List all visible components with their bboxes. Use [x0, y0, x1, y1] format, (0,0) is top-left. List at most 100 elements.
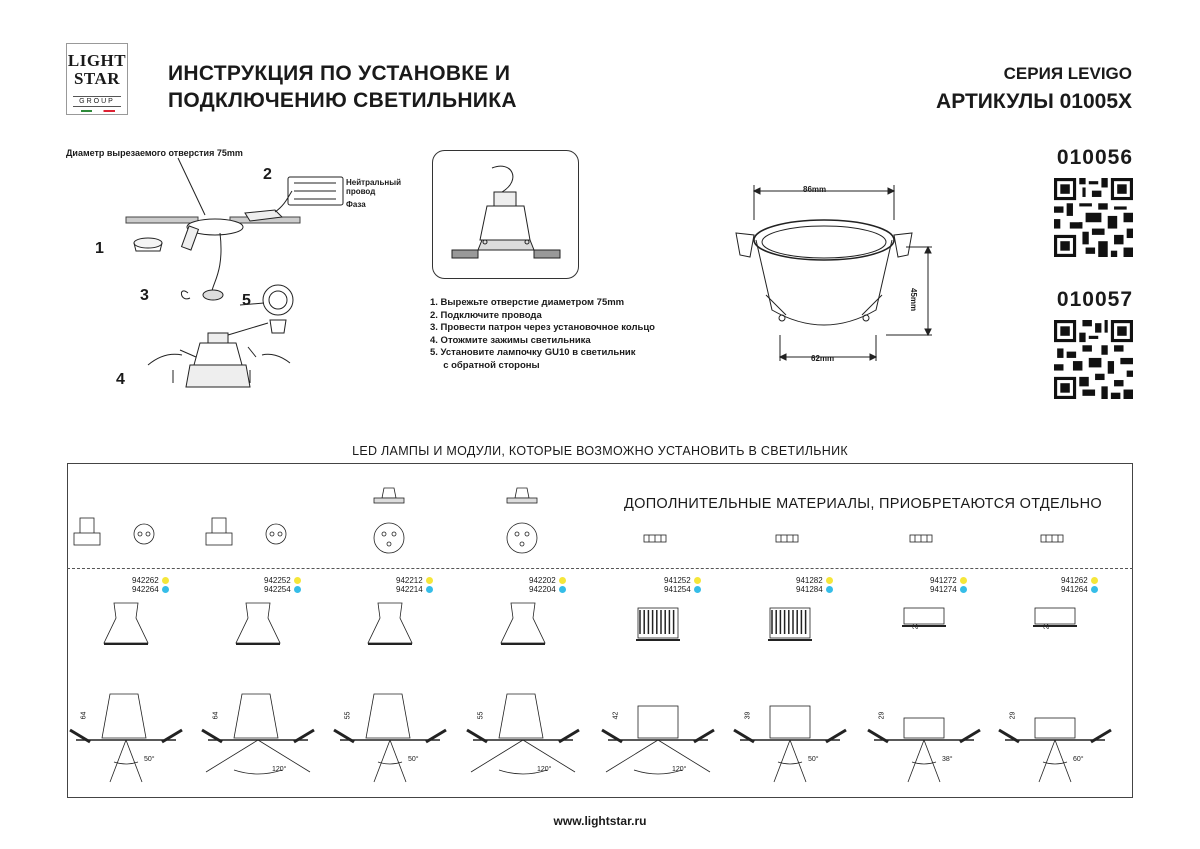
title-line1: ИНСТРУКЦИЯ ПО УСТАНОВКЕ И [168, 62, 511, 85]
neutral-wire-label: Нейтральный провод [346, 178, 401, 196]
lamp-drawing [205, 517, 287, 645]
step-item: с обратной стороны [430, 359, 540, 371]
brand-logo: LIGHT STAR GROUP [66, 43, 128, 115]
beam-angle-label: 38° [942, 756, 953, 763]
lamp-drawing [367, 487, 413, 645]
step-number-3: 3 [140, 287, 149, 304]
lamp-drawing [636, 534, 680, 641]
logo-line2: STAR [73, 69, 121, 88]
cool-color-dot [693, 586, 701, 594]
product-code-1: 010056 [1056, 146, 1133, 169]
article-warm: 942202 [529, 576, 556, 585]
warm-color-dot [959, 577, 967, 585]
cool-color-dot [161, 586, 169, 594]
cool-color-dot [825, 586, 833, 594]
logo-line3: GROUP [73, 96, 121, 107]
article-cool: 942204 [529, 585, 556, 594]
step-item: 2. Подключите провода [430, 309, 542, 321]
website-link[interactable]: www.lightstar.ru [553, 814, 647, 828]
cool-color-dot [558, 586, 566, 594]
beam-angle-label: 120° [272, 766, 287, 773]
warm-color-dot [425, 577, 433, 585]
cool-color-dot [959, 586, 967, 594]
italian-flag-icon [81, 110, 115, 112]
document-title: ИНСТРУКЦИЯ ПО УСТАНОВКЕ И ПОДКЛЮЧЕНИЮ СВ… [168, 60, 517, 114]
beam-angle-label: 120° [672, 766, 687, 773]
article-cool: 941274 [930, 585, 957, 594]
installed-lamp-drawing [998, 717, 1112, 783]
extra-materials-heading: ДОПОЛНИТЕЛЬНЫЕ МАТЕРИАЛЫ, ПРИОБРЕТАЮТСЯ … [624, 496, 1102, 512]
beam-angle-label: 50° [144, 756, 155, 763]
step-number-1: 1 [95, 240, 104, 257]
installation-steps: 1. Вырежьте отверстие диаметром 75mm 2. … [430, 297, 655, 372]
installed-lamp-drawing [466, 693, 580, 775]
dimension-bottom: 62mm [811, 354, 835, 363]
article-cool: 942264 [132, 585, 159, 594]
article-warm: 941252 [664, 576, 691, 585]
logo-line1: LIGHT [67, 51, 127, 70]
led-section-heading: LED ЛАМПЫ И МОДУЛИ, КОТОРЫЕ ВОЗМОЖНО УСТ… [352, 444, 848, 458]
warm-color-dot [161, 577, 169, 585]
cool-color-dot [425, 586, 433, 594]
lamp-drawing [73, 517, 155, 645]
title-line2: ПОДКЛЮЧЕНИЮ СВЕТИЛЬНИКА [168, 89, 517, 112]
article-warm: 942252 [264, 576, 291, 585]
installed-lamp-drawing [733, 705, 847, 783]
lamp-drawing [768, 534, 812, 641]
article-cool: 942214 [396, 585, 423, 594]
step-item: 3. Провести патрон через установочное ко… [430, 322, 655, 333]
lamp-drawing [500, 487, 546, 645]
warm-color-dot [558, 577, 566, 585]
step-number-5: 5 [242, 292, 251, 309]
installed-lamp-drawing [601, 705, 715, 775]
cutout-diameter-note: Диаметр вырезаемого отверстия 75mm [66, 148, 243, 158]
installed-lamp-drawing [69, 693, 183, 783]
luminaire-dimension-drawing [735, 185, 932, 361]
installed-lamp-drawing [867, 717, 981, 783]
phase-wire-label: Фаза [346, 200, 366, 209]
installed-lamp-drawing [333, 693, 447, 783]
lamps-table-frame [67, 463, 1133, 798]
dimension-top: 86mm [803, 185, 827, 194]
step-number-4: 4 [116, 371, 125, 388]
article-cool: 941254 [664, 585, 691, 594]
installation-diagram [125, 157, 344, 388]
step-item: 1. Вырежьте отверстие диаметром 75mm [430, 297, 625, 308]
lamp-drawing [1033, 534, 1077, 627]
qr-code-icon [1054, 320, 1133, 399]
warm-color-dot [293, 577, 301, 585]
warm-color-dot [825, 577, 833, 585]
series-block: СЕРИЯ LEVIGO АРТИКУЛЫ 01005X [936, 60, 1132, 116]
series-label: СЕРИЯ LEVIGO [1003, 64, 1132, 83]
installed-lamp-drawing [201, 693, 315, 775]
step-item: 5. Установите лампочку GU10 в светильник [430, 347, 636, 358]
beam-angle-label: 120° [537, 766, 552, 773]
article-cool: 941264 [1061, 585, 1088, 594]
section-divider [67, 568, 1133, 569]
warm-color-dot [693, 577, 701, 585]
articles-label: АРТИКУЛЫ 01005X [936, 90, 1132, 113]
beam-angle-label: 50° [408, 756, 419, 763]
article-warm: 942212 [396, 576, 423, 585]
article-warm: 942262 [132, 576, 159, 585]
article-warm: 941272 [930, 576, 957, 585]
cool-color-dot [1090, 586, 1098, 594]
cool-color-dot [293, 586, 301, 594]
article-warm: 941262 [1061, 576, 1088, 585]
product-code-2: 010057 [1056, 288, 1133, 311]
lamp-drawing [902, 534, 946, 627]
step-item: 4. Отожмите зажимы светильника [430, 334, 591, 346]
article-warm: 941282 [796, 576, 823, 585]
warm-color-dot [1090, 577, 1098, 585]
article-cool: 942254 [264, 585, 291, 594]
article-cool: 941284 [796, 585, 823, 594]
beam-angle-label: 60° [1073, 756, 1084, 763]
